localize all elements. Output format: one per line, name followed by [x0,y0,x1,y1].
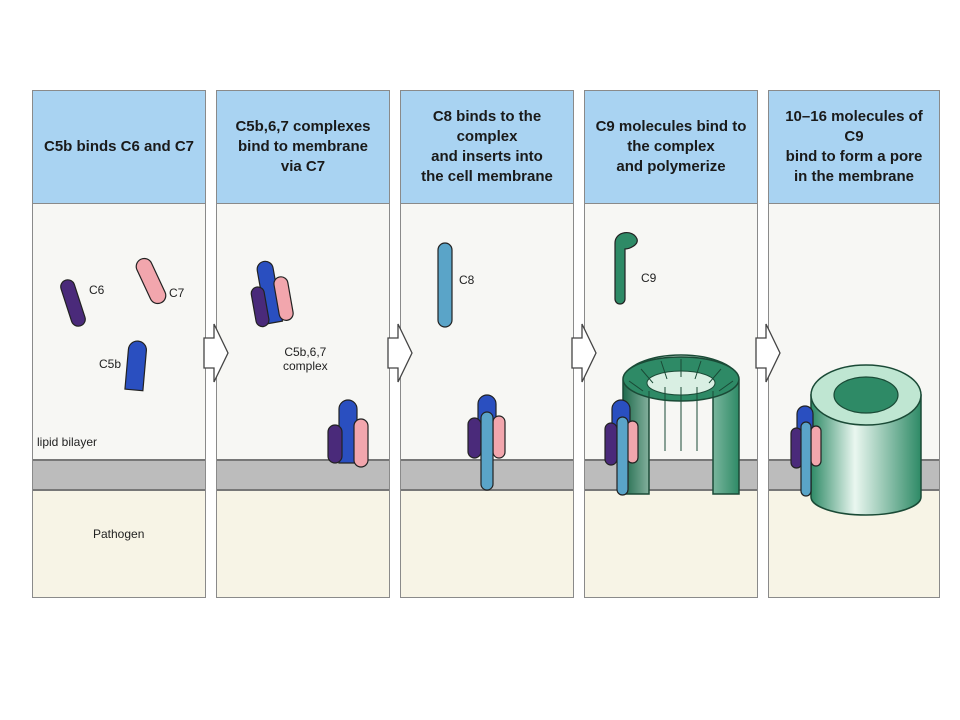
lipid-bilayer [33,459,205,491]
c5b-molecule [256,260,284,325]
panel-header: 10–16 molecules of C9 bind to form a por… [769,91,939,204]
bound-complex [327,399,369,468]
c9-pore [810,364,922,516]
c8-label: C8 [459,273,475,287]
floating-complex [250,260,294,328]
c7-molecule [810,425,822,467]
panel-header: C5b,6,7 complexes bind to membrane via C… [217,91,389,204]
panel-title: 10–16 molecules of C9 bind to form a por… [785,108,923,185]
panel-2: C5b,6,7 complexes bind to membrane via C… [216,90,390,598]
pathogen-zone [33,491,205,597]
c5b-label: C5b [99,357,122,371]
panel-1: C5b binds C6 and C7 C6 C7 C5b lipid bila… [32,90,206,598]
panel-header: C9 molecules bind to the complex and pol… [585,91,757,204]
membrane-complex [604,399,639,496]
membrane-complex [790,405,822,497]
panel-title: C5b,6,7 complexes bind to membrane via C… [235,118,371,175]
panel-title: C8 binds to the complex and inserts into… [421,108,553,185]
c7-molecule [626,420,639,464]
c8-molecule [480,411,494,491]
arrow-1 [203,323,229,383]
lipid-bilayer-label: lipid bilayer [37,435,98,449]
arrow-3 [571,323,597,383]
c6-molecule [790,427,803,469]
pathogen-label: Pathogen [93,527,145,541]
panel-2-art [250,260,369,468]
c9-polymer-arch [622,354,740,495]
panel-5-art [790,364,922,516]
c7-molecule [492,415,506,459]
c8-molecule [616,416,629,496]
membrane-complex [467,394,506,491]
complex-label: C5b,6,7 complex [283,345,328,373]
panel-5: 10–16 molecules of C9 bind to form a por… [768,90,940,598]
c7-molecule [273,276,294,321]
c7-molecule [353,418,369,468]
c6-molecule [250,286,270,328]
panel-3-art [437,242,506,491]
panel-4-art [604,232,740,496]
c9-molecule [614,232,638,305]
panel-4: C9 molecules bind to the complex and pol… [584,90,758,598]
c6-molecule [327,424,343,464]
c6-molecule [60,279,86,327]
pathogen-zone [217,491,389,597]
c7-label: C7 [169,286,185,300]
panel-title: C9 molecules bind to the complex and pol… [595,118,747,175]
pathogen-zone [585,491,757,597]
panel-title: C5b binds C6 and C7 [43,138,195,155]
c6-molecule [467,417,482,459]
c6-molecule [604,422,618,466]
c8-molecule [437,242,453,328]
arrow-2 [387,323,413,383]
arrow-4 [755,323,781,383]
c6-label: C6 [89,283,105,297]
c9-label: C9 [641,271,657,285]
c5b-molecule [338,399,358,464]
c7-molecule [135,257,167,305]
pathogen-zone [401,491,573,597]
panel-header: C8 binds to the complex and inserts into… [401,91,573,204]
panel-3: C8 binds to the complex and inserts into… [400,90,574,598]
c5b-molecule [124,340,147,392]
panel-header: C5b binds C6 and C7 [33,91,205,204]
panel-1-art [60,257,167,392]
c8-molecule [800,421,812,497]
